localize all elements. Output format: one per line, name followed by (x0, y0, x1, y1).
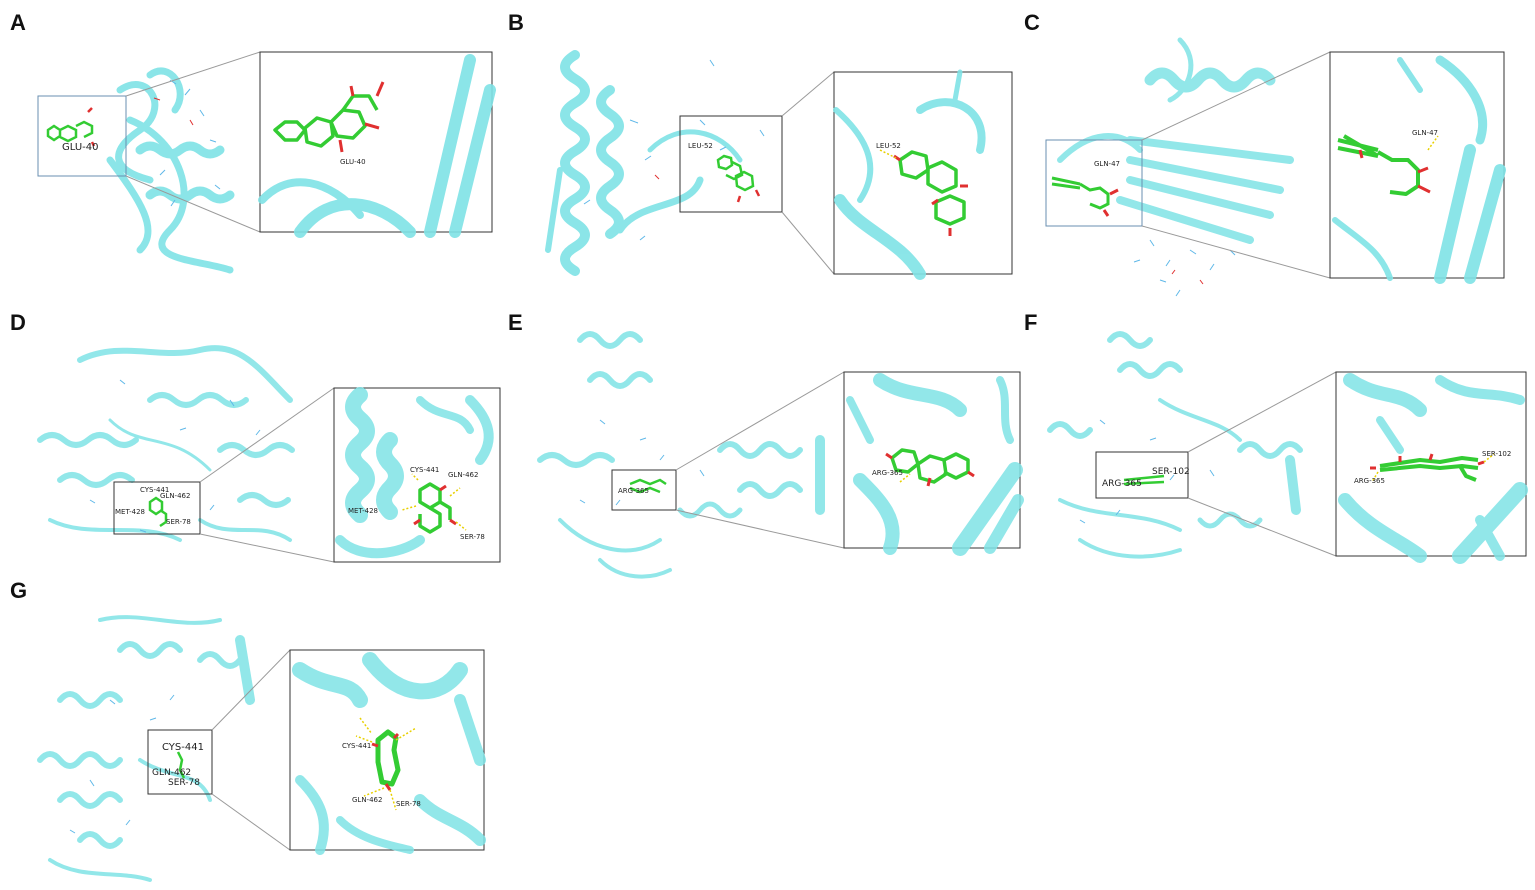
overview-label-d-1: CYS-441 (140, 486, 169, 494)
ligand-overview-b (716, 154, 761, 203)
focus-box-c (1045, 139, 1143, 227)
side-chains-g (69, 694, 175, 834)
overview-label-d-3: MET-428 (115, 508, 145, 516)
connector-line-a-bottom (125, 175, 261, 233)
overview-label-e-1: ARG-365 (618, 487, 649, 495)
zoom-label-d-4: SER-78 (460, 533, 485, 541)
overview-label-g-3: SER-78 (168, 778, 200, 788)
panel-letter-c: C (1024, 10, 1040, 35)
overview-label-g-1: CYS-441 (162, 742, 204, 753)
panel-b: LEU-52 LEU-52 (545, 50, 1013, 280)
focus-box-d (113, 481, 201, 535)
zoom-inset-d: CYS-441 GLN-462 MET-428 SER-78 (333, 387, 501, 563)
overview-label-d-4: SER-78 (166, 518, 191, 526)
panel-f: SER-102 ARG-365 (1047, 331, 1528, 564)
panel-letter-d: D (10, 310, 26, 335)
panel-e: ARG-365 ARG-365 (537, 331, 1024, 579)
panel-c: GLN-47 GLN-47 (1045, 37, 1506, 297)
connector-line-g-top (211, 649, 291, 731)
connector-line-d-bottom (199, 533, 335, 563)
zoom-label-g-1: CYS-441 (342, 742, 371, 750)
zoom-inset-e: ARG-365 (843, 371, 1024, 556)
zoom-inset-a: GLU-40 (258, 51, 496, 238)
ligand-overview-e (629, 478, 667, 494)
zoom-label-a-1: GLU-40 (340, 158, 366, 166)
protein-cartoon-b (545, 50, 743, 276)
connector-line-e-bottom (675, 509, 845, 549)
connector-line-b-top (781, 71, 835, 117)
side-chains-f (1079, 419, 1215, 524)
panel-a: GLU-40 GLU-40 (37, 51, 496, 274)
panel-g: CYS-441 GLN-462 SER-78 CYS- (37, 615, 486, 882)
zoom-inset-c: GLN-47 (1329, 51, 1506, 284)
zoom-label-g-2: GLN-462 (352, 796, 382, 804)
zoom-label-f-2: ARG-365 (1354, 477, 1385, 485)
protein-cartoon-c (1057, 37, 1294, 244)
ligand-overview-f (1123, 474, 1165, 486)
connector-line-c-top (1141, 51, 1331, 141)
side-chains-d (89, 379, 261, 533)
protein-cartoon-a (106, 67, 235, 274)
zoom-label-c-1: GLN-47 (1412, 129, 1438, 137)
connector-line-g-bottom (211, 793, 291, 851)
protein-cartoon-d (37, 345, 295, 542)
overview-label-d-2: GLN-462 (160, 492, 190, 500)
focus-box-a (37, 95, 127, 177)
ligand-overview-c (1051, 176, 1119, 217)
connector-line-c-bottom (1141, 225, 1331, 279)
ligand-overview-d (148, 496, 168, 528)
overview-label-c-1: GLN-47 (1094, 160, 1120, 168)
zoom-label-d-1: CYS-441 (410, 466, 439, 474)
panel-d: CYS-441 GLN-462 MET-428 SER-78 (37, 345, 501, 563)
focus-box-b (679, 115, 783, 213)
overview-label-g-2: GLN-462 (152, 768, 191, 778)
overview-label-b-1: LEU-52 (688, 142, 713, 150)
zoom-label-f-1: SER-102 (1482, 450, 1511, 458)
protein-cartoon-e (537, 331, 825, 579)
ligand-overview-a (46, 107, 96, 147)
panel-letter-b: B (508, 10, 524, 35)
zoom-label-d-3: MET-428 (348, 507, 378, 515)
side-chains-c (1133, 239, 1236, 297)
zoom-inset-b: LEU-52 (833, 69, 1013, 280)
zoom-label-g-3: SER-78 (396, 800, 421, 808)
zoom-inset-g: CYS-441 GLN-462 SER-78 (289, 649, 486, 855)
panel-letter-g: G (10, 578, 28, 603)
connector-line-e-top (675, 371, 845, 471)
overview-label-f-2: ARG-365 (1102, 479, 1142, 489)
overview-label-f-1: SER-102 (1152, 467, 1190, 477)
overview-label-a-1: GLU-40 (62, 142, 98, 153)
protein-cartoon-g (37, 615, 255, 882)
connector-line-a-top (125, 51, 261, 97)
zoom-label-d-2: GLN-462 (448, 471, 478, 479)
side-chains-a (153, 79, 221, 207)
side-chains-b (583, 59, 765, 241)
connector-line-f-top (1187, 371, 1337, 453)
connector-line-f-bottom (1187, 497, 1337, 557)
panel-letter-a: A (10, 10, 26, 35)
panel-letter-f: F (1024, 310, 1038, 335)
zoom-inset-f: SER-102 ARG-365 (1335, 371, 1528, 564)
focus-box-g (147, 729, 213, 795)
ligand-overview-g (176, 751, 186, 779)
connector-line-b-bottom (781, 211, 835, 275)
zoom-label-b-1: LEU-52 (876, 142, 901, 150)
connector-line-d-top (199, 387, 335, 483)
zoom-label-e-1: ARG-365 (872, 469, 903, 477)
side-chains-e (579, 419, 705, 506)
panel-letter-e: E (508, 310, 523, 335)
focus-box-f (1095, 451, 1189, 499)
protein-cartoon-f (1047, 331, 1303, 559)
focus-box-e (611, 469, 677, 511)
